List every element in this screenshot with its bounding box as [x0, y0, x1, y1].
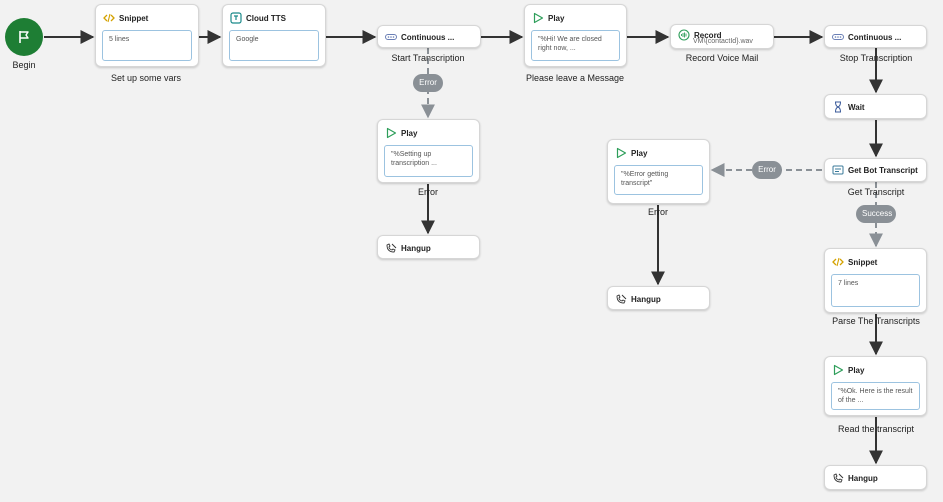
error-pill: Error	[752, 161, 782, 179]
hangup-icon	[832, 472, 844, 484]
node-preview: 5 lines	[102, 30, 192, 61]
continuous-node-start[interactable]: Continuous ...	[377, 25, 481, 48]
play-icon	[832, 364, 844, 376]
flag-icon	[19, 31, 29, 43]
node-preview: "%Error getting transcript"	[614, 165, 703, 195]
continuous-node-stop[interactable]: Continuous ...	[824, 25, 927, 48]
node-caption: Stop Transcription	[839, 53, 913, 63]
play-node-error-transcript[interactable]: Play "%Error getting transcript"	[607, 139, 710, 204]
node-caption: Get Transcript	[847, 187, 905, 197]
node-title: Snippet	[848, 257, 878, 267]
node-caption: Record Voice Mail	[685, 53, 759, 63]
snippet-node-parse[interactable]: Snippet 7 lines	[824, 248, 927, 313]
play-icon	[532, 12, 544, 24]
node-title: Continuous ...	[848, 32, 902, 42]
node-preview: "%Setting up transcription ...	[384, 145, 473, 177]
cloud-tts-node[interactable]: Cloud TTS Google	[222, 4, 326, 67]
hangup-icon	[385, 242, 397, 254]
node-title: Play	[401, 128, 418, 138]
play-icon	[385, 127, 397, 139]
hangup-node-1[interactable]: Hangup	[377, 235, 480, 259]
wait-node[interactable]: Wait	[824, 94, 927, 119]
node-preview: Google	[229, 30, 319, 61]
node-title: Snippet	[119, 13, 149, 23]
transcription-icon	[832, 31, 844, 43]
get-bot-transcript-node[interactable]: Get Bot Transcript	[824, 158, 927, 182]
hourglass-icon	[832, 101, 844, 113]
node-caption: Error	[648, 207, 668, 217]
snippet-node-setup[interactable]: Snippet 5 lines	[95, 4, 199, 67]
node-preview: "%Ok. Here is the result of the ...	[831, 382, 920, 410]
error-pill: Error	[413, 74, 443, 92]
record-node[interactable]: Record VM\{contactId}.wav	[670, 24, 774, 49]
node-title: Play	[631, 148, 648, 158]
node-preview: 7 lines	[831, 274, 920, 307]
play-node-read-transcript[interactable]: Play "%Ok. Here is the result of the ...	[824, 356, 927, 416]
play-node-leave-message[interactable]: Play "%Hi! We are closed right now, ...	[524, 4, 627, 67]
node-caption: Set up some vars	[110, 73, 182, 83]
node-title: Play	[548, 13, 565, 23]
tts-icon	[230, 12, 242, 24]
node-title: Record	[694, 30, 722, 40]
node-caption: Error	[418, 187, 438, 197]
play-node-error-setup[interactable]: Play "%Setting up transcription ...	[377, 119, 480, 183]
node-caption: Please leave a Message	[525, 73, 625, 83]
hangup-node-3[interactable]: Hangup	[824, 465, 927, 490]
node-preview: "%Hi! We are closed right now, ...	[531, 30, 620, 61]
transcription-icon	[385, 31, 397, 43]
code-icon	[832, 256, 844, 268]
hangup-icon	[615, 293, 627, 305]
node-title: Wait	[848, 102, 865, 112]
node-title: Continuous ...	[401, 32, 455, 42]
hangup-node-2[interactable]: Hangup	[607, 286, 710, 310]
node-title: Hangup	[401, 243, 431, 253]
node-caption: Read the transcript	[837, 424, 915, 434]
play-icon	[615, 147, 627, 159]
node-title: Hangup	[848, 473, 878, 483]
record-icon	[678, 29, 690, 41]
begin-node[interactable]	[5, 18, 43, 56]
node-subtitle: VM\{contactId}.wav	[693, 38, 753, 45]
node-title: Cloud TTS	[246, 13, 286, 23]
node-caption: Parse The Transcripts	[832, 316, 920, 326]
node-title: Play	[848, 365, 865, 375]
node-title: Get Bot Transcript	[848, 165, 918, 175]
begin-label: Begin	[12, 60, 36, 70]
transcript-icon	[832, 164, 844, 176]
success-pill: Success	[856, 205, 896, 223]
code-icon	[103, 12, 115, 24]
node-caption: Start Transcription	[391, 53, 465, 63]
node-title: Hangup	[631, 294, 661, 304]
